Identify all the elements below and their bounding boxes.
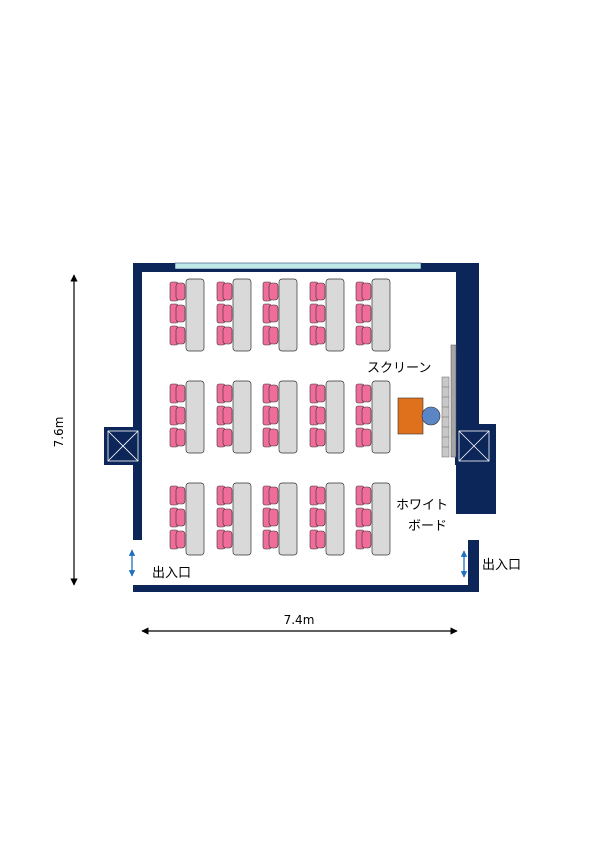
chair [216, 485, 233, 506]
window [174, 262, 422, 270]
speaker-seat [421, 406, 441, 426]
seat-group [216, 380, 252, 454]
right-pillar [455, 427, 493, 465]
seat-group [169, 380, 205, 454]
table [232, 278, 252, 352]
seating-area [169, 278, 391, 556]
chair [355, 507, 372, 528]
seat-group [262, 482, 298, 556]
chair [216, 427, 233, 448]
pillar-x-icon [107, 430, 139, 462]
table [278, 482, 298, 556]
chair [262, 303, 279, 324]
height-dimension-label: 7.6m [52, 417, 66, 448]
seat-group [309, 278, 345, 352]
projection-screen [450, 344, 457, 458]
chair [355, 325, 372, 346]
chair [309, 303, 326, 324]
chair [169, 507, 186, 528]
chair [262, 405, 279, 426]
table [232, 482, 252, 556]
whiteboard-label-line1: ホワイト [396, 498, 448, 513]
table [371, 380, 391, 454]
width-dimension-label: 7.4m [284, 613, 315, 627]
chair [355, 427, 372, 448]
chair [262, 325, 279, 346]
seat-group [355, 278, 391, 352]
chair [309, 427, 326, 448]
chair [355, 485, 372, 506]
chair [309, 325, 326, 346]
left-pillar [104, 427, 142, 465]
chair [262, 383, 279, 404]
pillar-x-icon [458, 430, 490, 462]
table [325, 482, 345, 556]
chair [216, 325, 233, 346]
chair [309, 383, 326, 404]
chair [169, 529, 186, 550]
seat-group [216, 482, 252, 556]
chair [216, 281, 233, 302]
table [185, 482, 205, 556]
seat-group [355, 380, 391, 454]
seat-group [309, 380, 345, 454]
chair [262, 281, 279, 302]
table [185, 278, 205, 352]
whiteboard [441, 376, 450, 458]
chair [216, 529, 233, 550]
chair [355, 281, 372, 302]
table [278, 380, 298, 454]
chair [216, 303, 233, 324]
table [371, 278, 391, 352]
chair [216, 507, 233, 528]
table [325, 380, 345, 454]
chair [262, 507, 279, 528]
chair [169, 383, 186, 404]
chair [169, 281, 186, 302]
chair [216, 405, 233, 426]
chair [309, 405, 326, 426]
chair [309, 507, 326, 528]
chair [309, 485, 326, 506]
podium [397, 397, 424, 435]
chair [169, 325, 186, 346]
seat-group [169, 482, 205, 556]
entrance-label-left: 出入口 [152, 566, 191, 581]
chair [355, 529, 372, 550]
seat-group [169, 278, 205, 352]
chair [262, 427, 279, 448]
chair [355, 303, 372, 324]
seat-group [309, 482, 345, 556]
chair [169, 427, 186, 448]
seat-group [262, 380, 298, 454]
table [325, 278, 345, 352]
chair [309, 529, 326, 550]
table [232, 380, 252, 454]
chair [169, 303, 186, 324]
chair [262, 529, 279, 550]
table [371, 482, 391, 556]
screen-label: スクリーン [367, 361, 431, 376]
chair [355, 405, 372, 426]
whiteboard-label-line2: ボード [408, 519, 447, 534]
table [278, 278, 298, 352]
entrance-label-right: 出入口 [482, 558, 521, 573]
chair [216, 383, 233, 404]
chair [262, 485, 279, 506]
chair [169, 405, 186, 426]
chair [355, 383, 372, 404]
seat-group [262, 278, 298, 352]
seat-group [216, 278, 252, 352]
chair [169, 485, 186, 506]
table [185, 380, 205, 454]
seat-group [355, 482, 391, 556]
chair [309, 281, 326, 302]
